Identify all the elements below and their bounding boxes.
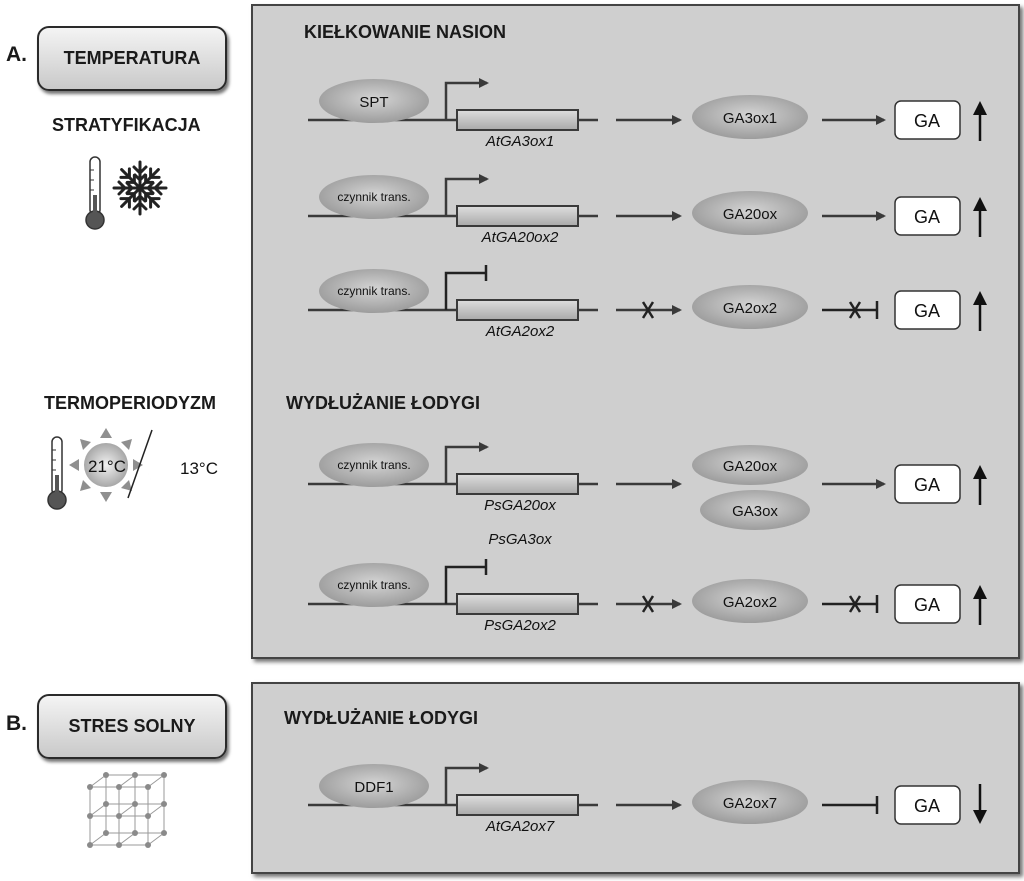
blocked-inhibition-x [848, 301, 862, 319]
day-temperature-label: 21°C [88, 457, 126, 476]
gene-name: AtGA20ox2 [481, 229, 559, 246]
transcription-factor-label: czynnik trans. [337, 458, 410, 472]
gene-name: AtGA3ox1 [485, 133, 554, 150]
ga-box [894, 584, 961, 624]
gene-box [456, 794, 579, 816]
ga-box [894, 100, 961, 140]
transcription-factor [319, 175, 429, 219]
enzyme-label: GA20ox [723, 458, 778, 475]
promoter-repression [444, 565, 486, 604]
sun-icon [69, 428, 143, 502]
ga-box [894, 290, 961, 330]
panel-b-letter: B. [6, 712, 27, 735]
temperature-button[interactable]: TEMPERATURA [37, 26, 227, 91]
salt-stress-button[interactable]: STRES SOLNY [37, 694, 227, 759]
transcription-factor-label: czynnik trans. [337, 578, 410, 592]
transcription-factor-label: DDF1 [354, 779, 393, 796]
gene-box [456, 593, 579, 615]
promoter-activation-arrow [444, 174, 489, 216]
gene-name: AtGA2ox7 [485, 818, 555, 835]
promoter-activation-arrow [444, 442, 489, 484]
gene-box [456, 473, 579, 495]
promoter-repression [444, 271, 486, 310]
gene-name: PsGA3ox [488, 531, 552, 548]
ga-label: GA [914, 301, 940, 321]
thermometer-icon [47, 436, 67, 510]
ga-label: GA [914, 111, 940, 131]
stratification-label: STRATYFIKACJA [52, 115, 201, 135]
enzyme [700, 490, 810, 530]
transcription-factor-label: czynnik trans. [337, 284, 410, 298]
ga-box [894, 464, 961, 504]
enzyme-label: GA3ox [732, 503, 778, 520]
transcription-factor [319, 269, 429, 313]
ga-label: GA [914, 595, 940, 615]
salt-crystal-icon [87, 772, 167, 848]
gene-name: PsGA20ox [484, 497, 556, 514]
enzyme-label: GA2ox2 [723, 300, 777, 317]
blocked-expression-x [641, 595, 655, 613]
transcription-factor [319, 443, 429, 487]
snowflake-icon [112, 160, 168, 216]
enzyme [692, 445, 808, 485]
ga-box [894, 196, 961, 236]
enzyme [692, 780, 808, 824]
enzyme [692, 191, 808, 235]
ga-label: GA [914, 796, 940, 816]
ga-label: GA [914, 207, 940, 227]
gene-name: AtGA2ox2 [485, 323, 555, 340]
stem-elongation-title-b: WYDŁUŻANIE ŁODYGI [284, 708, 478, 728]
gene-name: PsGA2ox2 [484, 617, 556, 634]
transcription-factor-label: SPT [359, 94, 388, 111]
transcription-factor [319, 764, 429, 808]
ga-label: GA [914, 475, 940, 495]
promoter-activation-arrow [444, 78, 489, 120]
enzyme-label: GA2ox2 [723, 594, 777, 611]
promoter-activation-arrow [444, 763, 489, 805]
enzyme [692, 95, 808, 139]
gene-box [456, 205, 579, 227]
enzyme [692, 285, 808, 329]
seed-germination-title: KIEŁKOWANIE NASION [304, 22, 507, 42]
transcription-factor-label: czynnik trans. [337, 190, 410, 204]
enzyme [692, 579, 808, 623]
enzyme-label: GA3ox1 [723, 110, 777, 127]
day-night-divider [127, 429, 153, 499]
stem-elongation-title: WYDŁUŻANIE ŁODYGI [286, 393, 480, 413]
blocked-inhibition-x [848, 595, 862, 613]
gene-box [456, 109, 579, 131]
transcription-factor [319, 563, 429, 607]
ga-box [894, 785, 961, 825]
thermoperiodism-label: TERMOPERIODYZM [44, 393, 217, 413]
gene-box [456, 299, 579, 321]
enzyme-label: GA2ox7 [723, 795, 777, 812]
thermometer-icon [85, 156, 105, 230]
panel-a-letter: A. [6, 43, 27, 66]
enzyme-label: GA20ox [723, 206, 778, 223]
transcription-factor [319, 79, 429, 123]
night-temperature-label: 13°C [180, 459, 218, 478]
blocked-expression-x [641, 301, 655, 319]
